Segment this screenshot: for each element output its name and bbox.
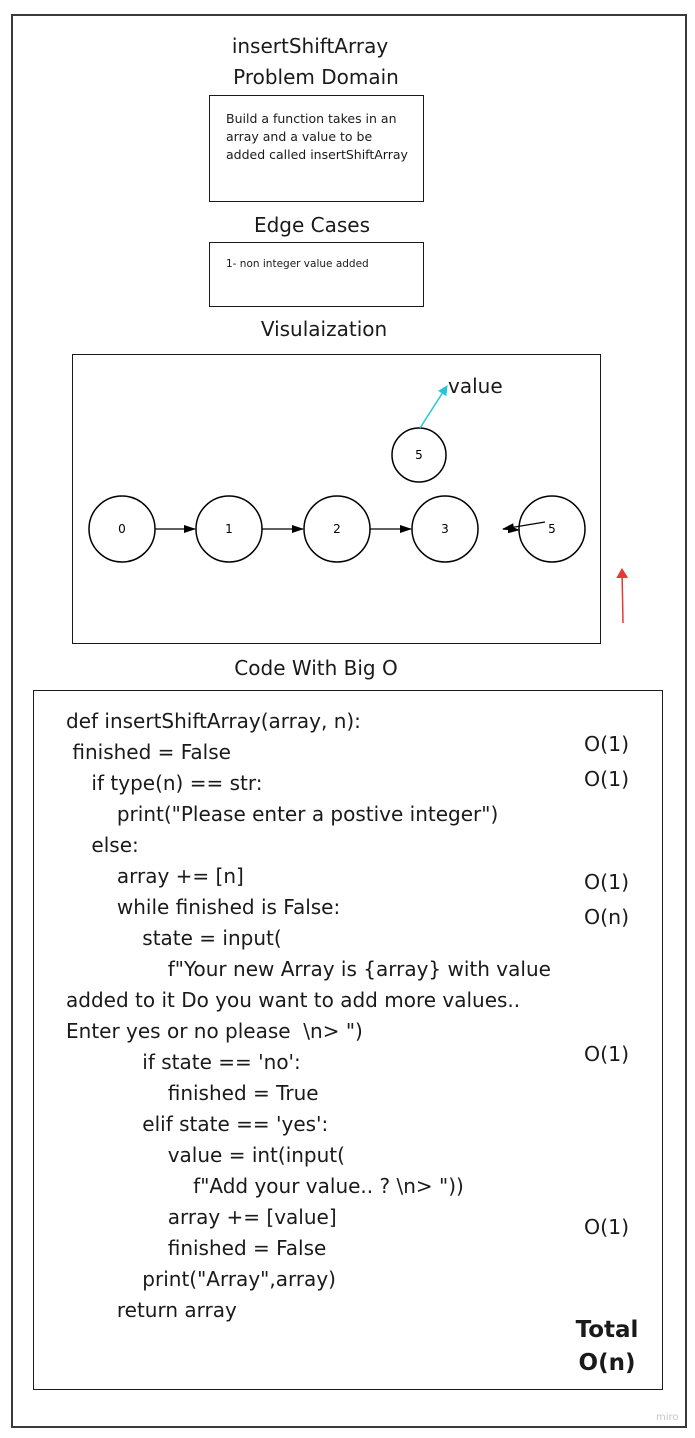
complexity-label: O(1)	[584, 767, 630, 791]
code-line: Enter yes or no please \n> ")	[66, 1019, 363, 1043]
node-0-label: 0	[118, 522, 126, 536]
code-line: def insertShiftArray(array, n):	[66, 709, 361, 733]
code-line: print("Array",array)	[66, 1267, 336, 1291]
code-heading: Code With Big O	[234, 656, 398, 680]
node-1-label: 1	[225, 522, 233, 536]
visualization-diagram: 0 1 2 3 5 5 value	[88, 374, 629, 624]
edge-cases-box: 1- non integer value added	[209, 242, 424, 307]
code-line: return array	[66, 1298, 237, 1322]
code-line: finished = False	[66, 1236, 327, 1260]
main-title: insertShiftArray	[231, 34, 389, 58]
arrow-3-4	[502, 525, 520, 534]
value-node: 5	[391, 427, 447, 483]
code-line: elif state == 'yes':	[66, 1112, 329, 1136]
total-label: Total	[575, 1317, 639, 1343]
visualization-heading: Visulaization	[260, 317, 388, 341]
code-line: finished = True	[66, 1081, 319, 1105]
node-0: 0	[88, 495, 156, 563]
problem-domain-box: Build a function takes in an array and a…	[209, 95, 424, 202]
code-line: while finished is False:	[66, 895, 341, 919]
code-line: array += [n]	[66, 864, 244, 888]
board-frame	[11, 14, 687, 1428]
code-line: if type(n) == str:	[66, 771, 263, 795]
node-3-label: 3	[441, 522, 449, 536]
code-line: finished = False	[66, 740, 231, 764]
code-line: array += [value]	[66, 1205, 337, 1229]
code-line: state = input(	[66, 926, 282, 950]
miro-watermark: miro	[656, 1412, 679, 1423]
problem-domain-text: Build a function takes in an array and a…	[226, 111, 408, 162]
edge-cases-text: 1- non integer value added	[226, 258, 369, 270]
node-1: 1	[195, 495, 263, 563]
complexity-label: O(1)	[584, 732, 630, 756]
node-3: 3	[411, 495, 479, 563]
complexity-label: O(1)	[584, 870, 630, 894]
node-2-label: 2	[333, 522, 341, 536]
node-4: 5	[518, 495, 586, 563]
code-block: def insertShiftArray(array, n): finished…	[66, 706, 551, 1326]
complexity-label: O(1)	[584, 1042, 630, 1066]
code-line: if state == 'no':	[66, 1050, 301, 1074]
total-complexity: Total O(n)	[562, 1314, 652, 1380]
value-label: value	[448, 374, 503, 398]
node-4-label: 5	[548, 522, 556, 536]
complexity-label: O(n)	[584, 905, 630, 929]
code-line: print("Please enter a postive integer")	[66, 802, 499, 826]
complexity-label: O(1)	[584, 1215, 630, 1239]
node-2: 2	[303, 495, 371, 563]
red-arrow	[616, 568, 629, 624]
code-line: else:	[66, 833, 139, 857]
value-node-label: 5	[415, 448, 423, 462]
code-line: value = int(input(	[66, 1143, 345, 1167]
problem-domain-heading: Problem Domain	[233, 65, 399, 89]
edge-cases-heading: Edge Cases	[253, 213, 371, 237]
code-line: f"Add your value.. ? \n> "))	[66, 1174, 464, 1198]
code-line: added to it Do you want to add more valu…	[66, 988, 521, 1012]
value-arrow	[419, 385, 448, 429]
total-value: O(n)	[578, 1350, 636, 1376]
code-line: f"Your new Array is {array} with value	[66, 957, 551, 981]
code-box	[33, 690, 663, 1390]
